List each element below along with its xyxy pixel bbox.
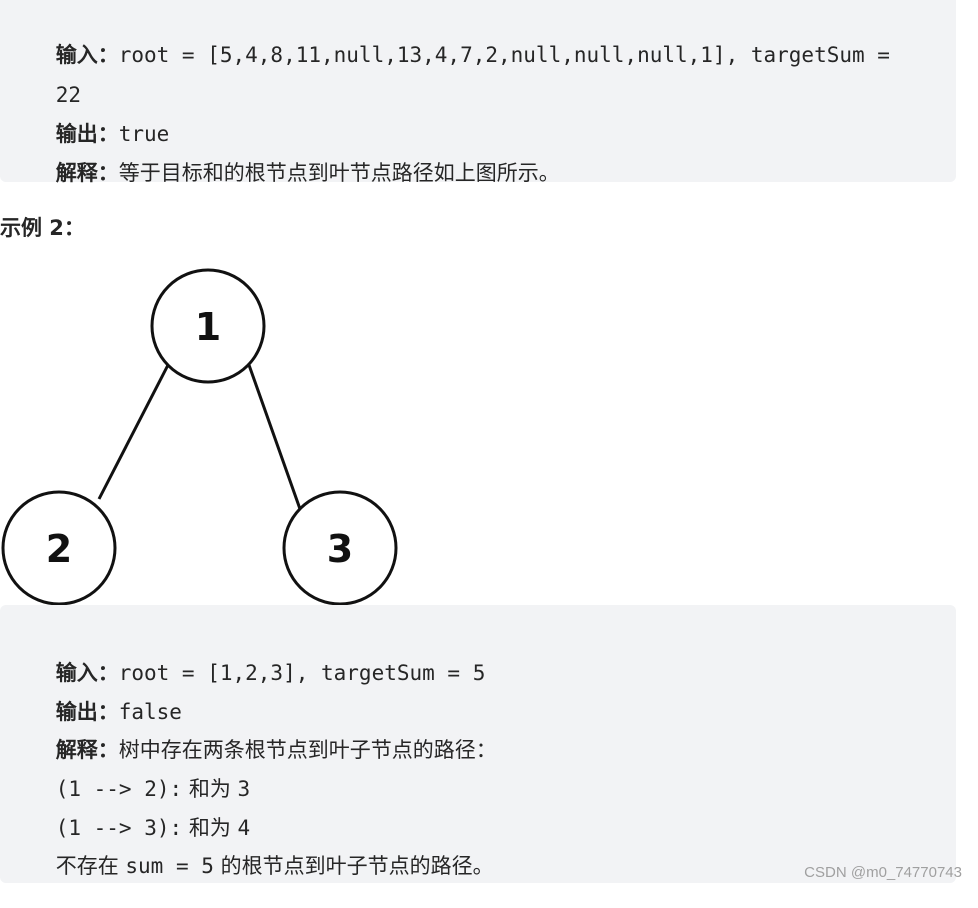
- path2-code: (1 --> 3):: [55, 816, 183, 840]
- input-label: 输入：: [55, 661, 119, 685]
- path2-text: 和为: [182, 816, 238, 840]
- explain-text: 等于目标和的根节点到叶节点路径如上图所示。: [118, 161, 560, 185]
- explain-text: 树中存在两条根节点到叶子节点的路径：: [118, 738, 497, 762]
- conclusion-code: sum = 5: [125, 854, 214, 878]
- output-label: 输出：: [55, 700, 119, 724]
- path1-code: (1 --> 2):: [55, 777, 183, 801]
- example1-explain-line: 解释：等于目标和的根节点到叶节点路径如上图所示。: [29, 131, 560, 215]
- output-value: false: [118, 700, 182, 724]
- path1-value: 3: [237, 777, 251, 801]
- example2-path1-line: (1 --> 2): 和为 3: [29, 747, 250, 831]
- input-label: 输入：: [55, 43, 119, 67]
- example2-code-block: 输入：root = [1,2,3], targetSum = 5 输出：fals…: [0, 605, 956, 883]
- example1-output-line: 输出：true: [29, 92, 170, 176]
- input-value: root = [5,4,8,11,null,13,4,7,2,null,null…: [118, 43, 890, 67]
- example1-code-block: 输入：root = [5,4,8,11,null,13,4,7,2,null,n…: [0, 0, 956, 185]
- example2-title: 示例 2：: [0, 216, 85, 240]
- conclusion-post: 的根节点到叶子节点的路径。: [213, 854, 494, 878]
- edge-1-2: [97, 364, 170, 500]
- edge-1-3: [247, 364, 302, 510]
- output-value: true: [118, 122, 170, 146]
- csdn-watermark: CSDN @m0_74770743: [804, 864, 962, 881]
- tree-node-3: 3: [282, 490, 398, 606]
- node-label: 1: [195, 305, 221, 349]
- input-value-continued: 22: [55, 83, 81, 107]
- input-value: root = [1,2,3], targetSum = 5: [118, 661, 486, 685]
- example1-input-line: 输入：root = [5,4,8,11,null,13,4,7,2,null,n…: [29, 13, 890, 97]
- example2-conclusion-line: 不存在 sum = 5 的根节点到叶子节点的路径。: [29, 824, 494, 908]
- example1-input-line-continued: 22: [29, 53, 81, 137]
- example2-input-line: 输入：root = [1,2,3], targetSum = 5: [29, 631, 486, 715]
- node-label: 3: [327, 527, 353, 571]
- path1-text: 和为: [182, 777, 238, 801]
- binary-tree-diagram: 1 2 3: [1, 268, 398, 606]
- example2-path2-line: (1 --> 3): 和为 4: [29, 786, 250, 870]
- output-label: 输出：: [55, 122, 119, 146]
- explain-label: 解释：: [55, 161, 119, 185]
- tree-node-2: 2: [1, 490, 117, 606]
- example2-explain-line: 解释：树中存在两条根节点到叶子节点的路径：: [29, 708, 497, 792]
- example2-output-line: 输出：false: [29, 670, 182, 754]
- conclusion-pre: 不存在: [55, 854, 126, 878]
- node-label: 2: [46, 527, 72, 571]
- explain-label: 解释：: [55, 738, 119, 762]
- tree-node-1: 1: [150, 268, 266, 384]
- path2-value: 4: [237, 816, 251, 840]
